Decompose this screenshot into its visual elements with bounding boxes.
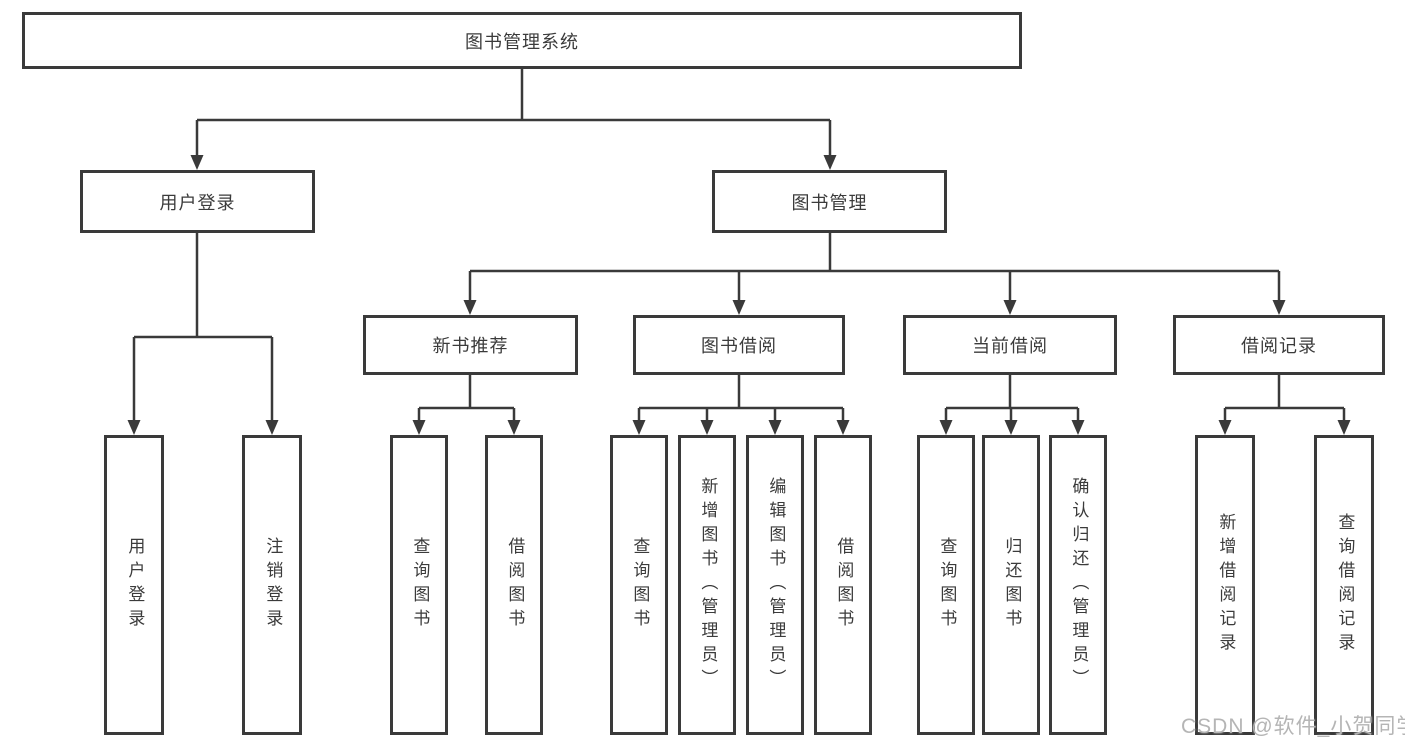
leaf-query-borrow-record-label: 查询借阅记录 — [1335, 513, 1355, 657]
leaf-edit-books-admin-label: 编辑图书（管理员） — [766, 477, 786, 693]
node-user-login: 用户登录 — [80, 170, 315, 233]
node-user-login-label: 用户登录 — [159, 192, 236, 213]
csdn-watermark: CSDN @软件_小贺同学 — [1181, 715, 1405, 738]
leaf-logout: 注销登录 — [242, 435, 302, 735]
leaf-add-books-admin: 新增图书（管理员） — [678, 435, 736, 735]
leaf-borrow-books-2: 借阅图书 — [814, 435, 872, 735]
leaf-query-books-1: 查询图书 — [390, 435, 448, 735]
leaf-query-books-1-label: 查询图书 — [410, 537, 430, 633]
node-root-label: 图书管理系统 — [465, 31, 579, 52]
leaf-query-books-3-label: 查询图书 — [937, 537, 957, 633]
leaf-borrow-books-1-label: 借阅图书 — [505, 537, 525, 633]
node-current-borrowing: 当前借阅 — [903, 315, 1117, 375]
leaf-borrow-books-1: 借阅图书 — [485, 435, 543, 735]
node-book-borrowing: 图书借阅 — [633, 315, 845, 375]
leaf-edit-books-admin: 编辑图书（管理员） — [746, 435, 804, 735]
node-borrow-records-label: 借阅记录 — [1241, 336, 1317, 356]
node-book-borrowing-label: 图书借阅 — [701, 336, 777, 356]
leaf-query-borrow-record: 查询借阅记录 — [1314, 435, 1374, 735]
leaf-add-borrow-record: 新增借阅记录 — [1195, 435, 1255, 735]
leaf-user-login-label: 用户登录 — [125, 537, 145, 633]
leaf-confirm-return-admin: 确认归还（管理员） — [1049, 435, 1107, 735]
leaf-logout-label: 注销登录 — [263, 537, 283, 633]
leaf-query-books-2: 查询图书 — [610, 435, 668, 735]
leaf-query-books-3: 查询图书 — [917, 435, 975, 735]
node-book-management-label: 图书管理 — [791, 192, 868, 213]
leaf-user-login: 用户登录 — [104, 435, 164, 735]
node-current-borrowing-label: 当前借阅 — [972, 336, 1048, 356]
leaf-add-borrow-record-label: 新增借阅记录 — [1216, 513, 1236, 657]
node-root-system: 图书管理系统 — [22, 12, 1022, 69]
node-book-management: 图书管理 — [712, 170, 947, 233]
leaf-return-books-label: 归还图书 — [1002, 537, 1022, 633]
node-borrow-records: 借阅记录 — [1173, 315, 1385, 375]
leaf-confirm-return-admin-label: 确认归还（管理员） — [1069, 477, 1089, 693]
leaf-add-books-admin-label: 新增图书（管理员） — [698, 477, 718, 693]
node-new-book-recommend: 新书推荐 — [363, 315, 578, 375]
leaf-return-books: 归还图书 — [982, 435, 1040, 735]
leaf-borrow-books-2-label: 借阅图书 — [834, 537, 854, 633]
leaf-query-books-2-label: 查询图书 — [630, 537, 650, 633]
node-new-book-recommend-label: 新书推荐 — [432, 336, 509, 356]
